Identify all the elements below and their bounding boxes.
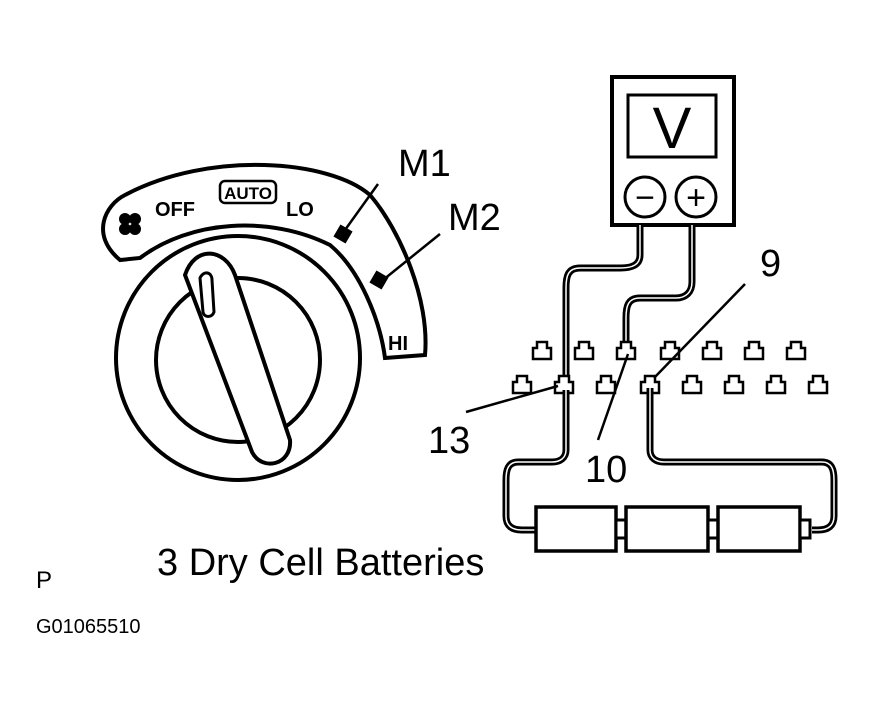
connector-pin	[723, 374, 745, 395]
lo-label: LO	[286, 199, 314, 221]
hi-label: HI	[388, 333, 408, 355]
connector-pin	[595, 374, 617, 395]
battery-cell-3-terminal	[798, 518, 812, 540]
negative-terminal-symbol: −	[635, 179, 655, 217]
connector-bottom-row	[511, 374, 829, 395]
battery-caption: 3 Dry Cell Batteries	[157, 542, 484, 584]
m1-label: M1	[398, 143, 451, 185]
voltmeter-display-text: V	[653, 96, 692, 161]
m1-position-mark	[333, 224, 353, 244]
blower-switch: OFF AUTO LO HI M1 M2	[101, 143, 501, 482]
positive-lead-wire-inner	[625, 225, 693, 348]
m2-position-mark	[369, 270, 389, 290]
pin-10-label: 10	[585, 449, 627, 491]
battery-cell-2	[624, 505, 710, 553]
voltmeter: V − +	[610, 75, 736, 227]
off-label: OFF	[155, 199, 195, 221]
connector	[531, 340, 807, 361]
positive-lead-wire	[622, 225, 696, 348]
connector-pin	[807, 374, 829, 395]
battery-pack	[534, 505, 812, 553]
connector-pin	[785, 340, 807, 361]
connector-pin	[701, 340, 723, 361]
m2-label: M2	[448, 197, 501, 239]
connector-pin	[765, 374, 787, 395]
positive-terminal-symbol: +	[686, 179, 706, 217]
positive-terminal[interactable]	[674, 175, 718, 219]
connector-pin	[659, 340, 681, 361]
connector-pin	[511, 374, 533, 395]
connector-pin	[743, 340, 765, 361]
pin-13-leader-line	[465, 384, 559, 414]
figure-code: G01065510	[36, 616, 141, 638]
switch-bezel	[101, 162, 428, 361]
connector-pin	[573, 340, 595, 361]
battery-lead-right-inner	[649, 388, 835, 531]
auto-badge	[218, 179, 278, 205]
battery-lead-left-inner	[505, 390, 567, 531]
negative-lead-wire-inner	[565, 225, 641, 380]
connector-pin	[531, 340, 553, 361]
connector-pin	[615, 340, 637, 361]
pin-13-label: 13	[428, 420, 470, 462]
battery-cell-3	[716, 505, 802, 553]
voltmeter-display	[626, 93, 718, 159]
connector-pin	[681, 374, 703, 395]
fan-icon	[119, 213, 141, 235]
connector-pin	[553, 374, 575, 395]
pin-9-leader-line	[653, 283, 746, 379]
pin-10-leader-line	[596, 353, 630, 441]
auto-label: AUTO	[224, 184, 272, 203]
battery-cell-1	[534, 505, 618, 553]
m2-leader-line	[382, 233, 441, 281]
switch-pointer-slot	[198, 271, 216, 318]
m1-leader-line	[343, 183, 380, 231]
view-letter: P	[36, 567, 52, 594]
pin-9-label: 9	[760, 243, 781, 285]
negative-terminal[interactable]	[623, 175, 667, 219]
